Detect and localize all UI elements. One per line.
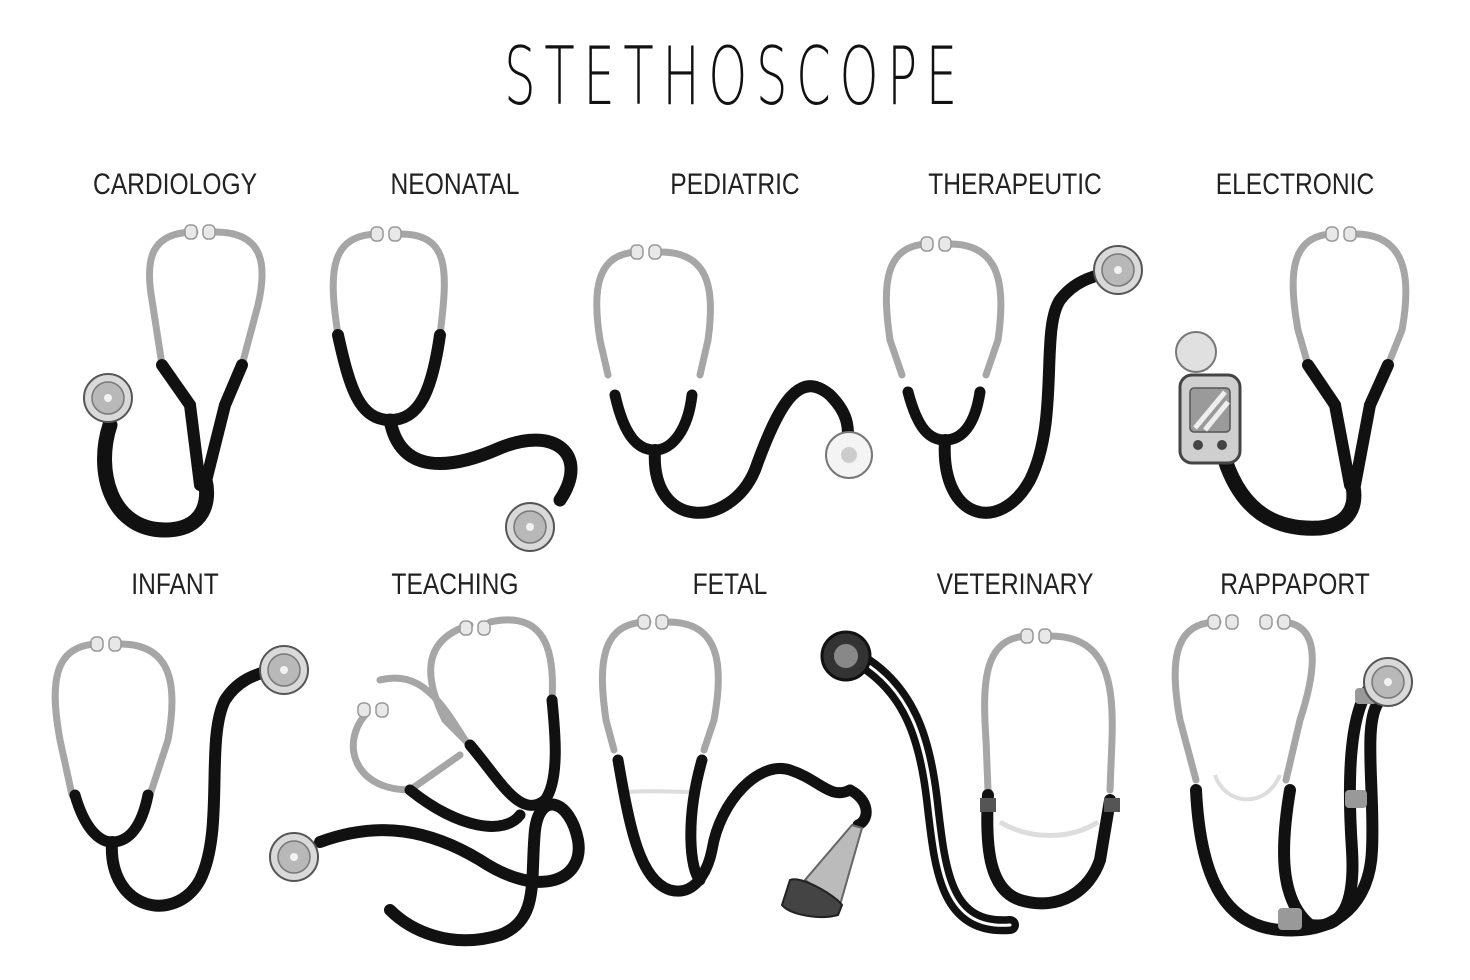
label-electronic: ELECTRONIC — [1215, 168, 1375, 201]
pediatric-stethoscope-icon — [593, 244, 873, 519]
electronic-stethoscope-icon — [1175, 226, 1410, 536]
label-veterinary: VETERINARY — [936, 568, 1094, 601]
rappaport-stethoscope-icon — [1171, 614, 1413, 937]
page-title: STETHOSCOPE — [504, 30, 966, 123]
teaching-stethoscope-icon — [269, 616, 585, 947]
label-fetal: FETAL — [692, 568, 768, 601]
label-neonatal: NEONATAL — [390, 168, 520, 201]
neonatal-stethoscope-icon — [329, 226, 578, 552]
therapeutic-stethoscope-icon — [882, 236, 1143, 519]
label-cardiology: CARDIOLOGY — [92, 168, 258, 201]
fetal-stethoscope-icon — [599, 614, 872, 918]
label-pediatric: PEDIATRIC — [670, 168, 800, 201]
label-rappaport: RAPPAPORT — [1220, 568, 1370, 601]
label-teaching: TEACHING — [391, 568, 519, 601]
infant-stethoscope-icon — [51, 636, 309, 912]
cardiology-stethoscope-icon — [83, 224, 266, 538]
label-therapeutic: THERAPEUTIC — [928, 168, 1102, 201]
label-infant: INFANT — [131, 568, 219, 601]
veterinary-stethoscope-icon — [820, 628, 1120, 935]
